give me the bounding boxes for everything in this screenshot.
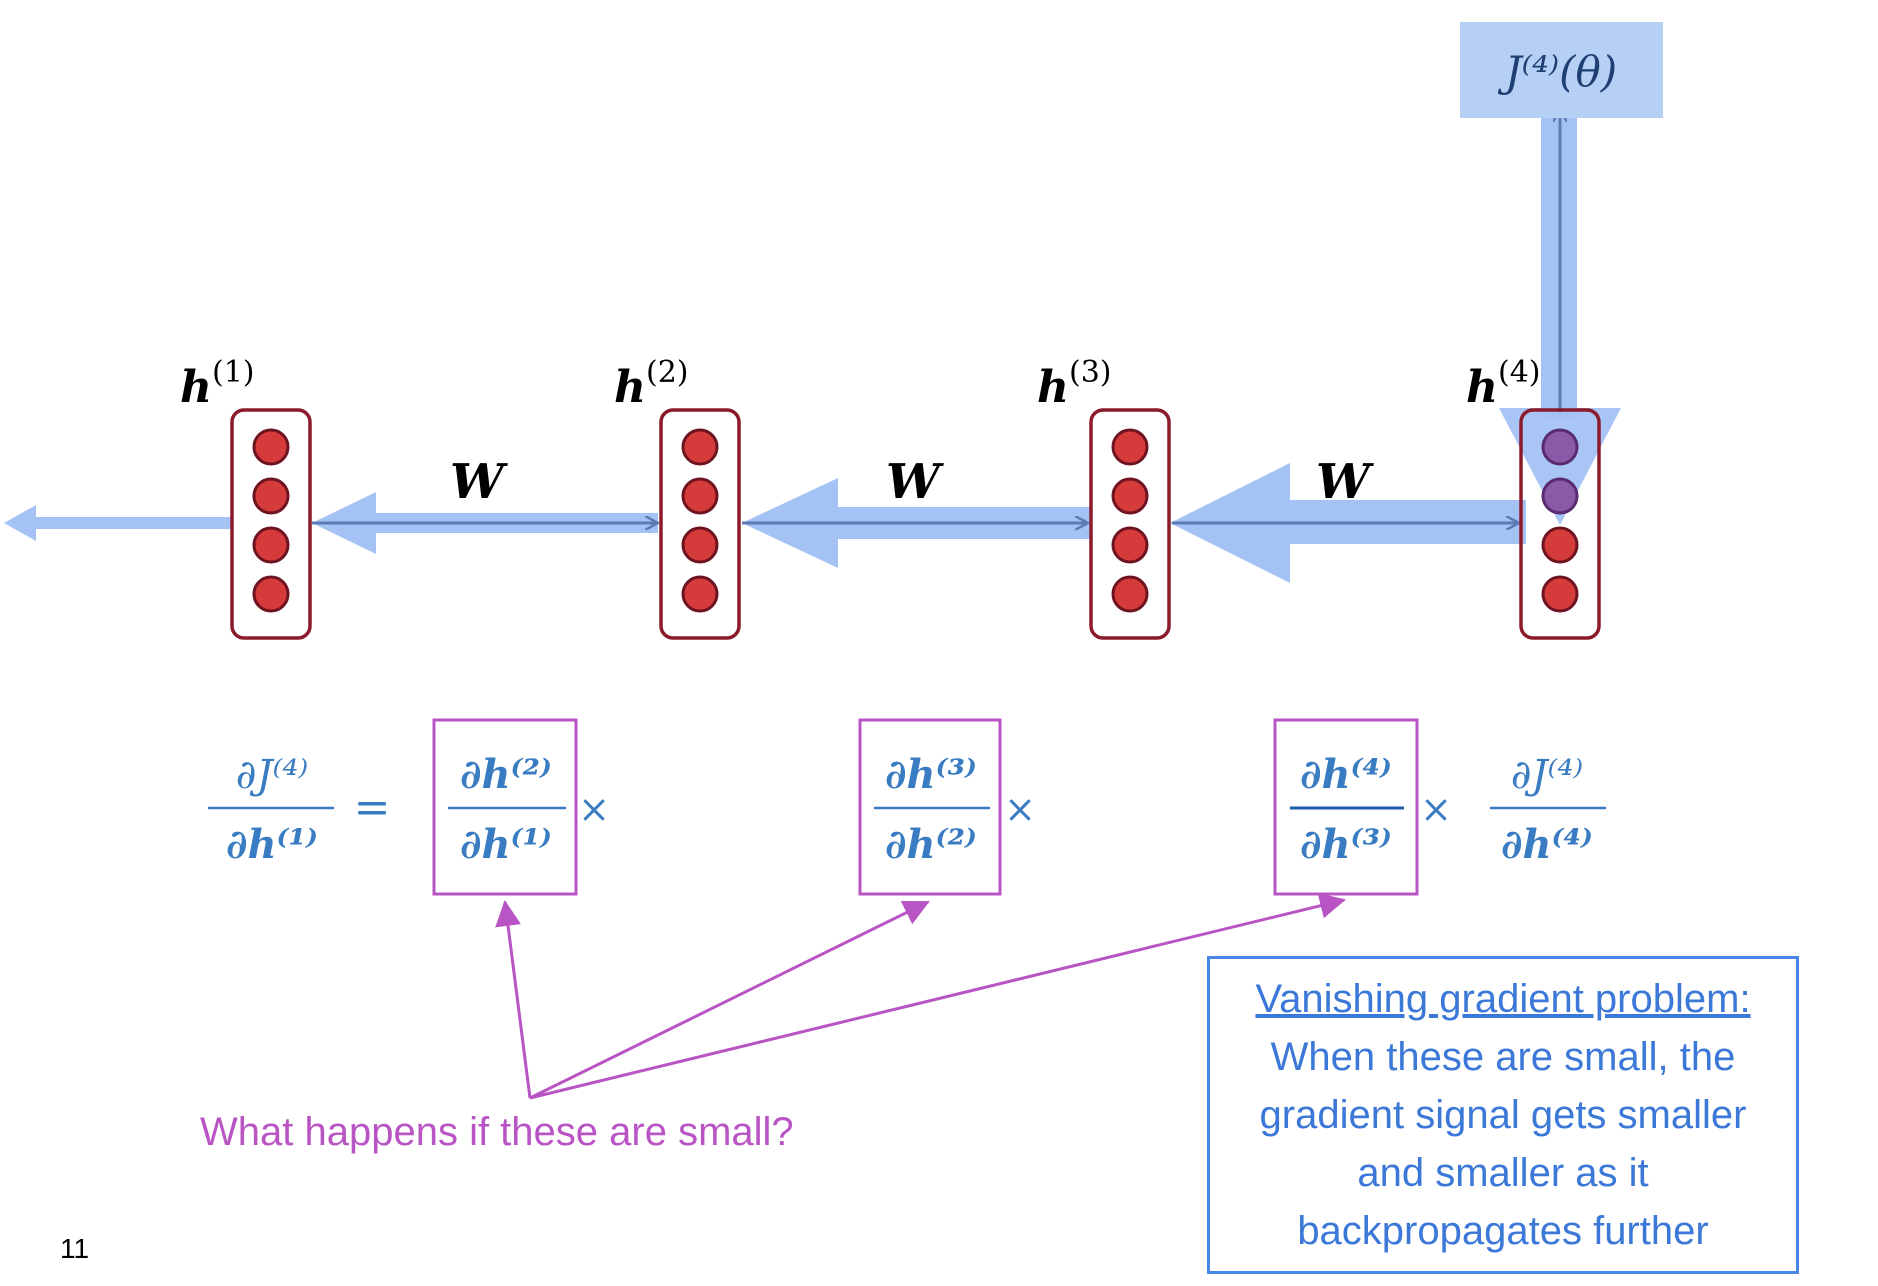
neuron — [681, 428, 719, 466]
fraction-denominator: ∂h⁽¹⁾ — [226, 821, 318, 868]
callout-line: backpropagates further — [1297, 1209, 1709, 1253]
gradient-arrow-h1-out — [36, 517, 232, 529]
hidden-state-box — [230, 408, 312, 640]
neuron — [681, 575, 719, 613]
fraction-denominator: ∂h⁽³⁾ — [1300, 821, 1392, 868]
pointer-arrows — [495, 893, 1346, 1100]
fraction-denominator: ∂h⁽²⁾ — [885, 821, 977, 868]
callout-title: Vanishing gradient problem: — [1255, 977, 1751, 1021]
callout-line: gradient signal gets smaller — [1259, 1093, 1747, 1137]
weight-label: W — [450, 454, 508, 510]
chain-rule-equation: ∂J⁽⁴⁾ ∂h⁽¹⁾ = ∂h⁽²⁾ ∂h⁽¹⁾ × ∂h⁽³⁾ ∂h⁽²⁾ … — [208, 718, 1606, 896]
weight-label: W — [1316, 454, 1374, 510]
hidden-state-label: h(3) — [1037, 355, 1112, 413]
hidden-state-box — [1089, 408, 1171, 640]
pointer-arrow-term-2 — [529, 900, 930, 1100]
neuron — [252, 575, 290, 613]
neuron — [681, 477, 719, 515]
hidden-state-2: h(2) — [614, 355, 741, 640]
equation-term-4: ∂J⁽⁴⁾ ∂h⁽⁴⁾ — [1490, 752, 1606, 868]
neuron — [252, 526, 290, 564]
slide-number: 11 — [60, 1233, 90, 1264]
equation-term-3: ∂h⁽⁴⁾ ∂h⁽³⁾ × — [1273, 718, 1452, 896]
neuron — [1541, 575, 1579, 613]
times-sign: × — [578, 787, 610, 831]
neuron — [1111, 428, 1149, 466]
hidden-states: h(1) h(2) h(3) h(4) — [180, 355, 1601, 640]
hidden-state-box — [659, 408, 741, 640]
callout-line: and smaller as it — [1357, 1151, 1649, 1195]
callout-line: When these are small, the — [1270, 1035, 1736, 1079]
fraction-numerator: ∂h⁽³⁾ — [885, 751, 977, 798]
neuron — [252, 428, 290, 466]
hidden-state-label: h(4) — [1466, 355, 1541, 413]
forward-arrows — [312, 110, 1560, 523]
neuron — [1541, 477, 1579, 515]
fraction-numerator: ∂J⁽⁴⁾ — [236, 752, 308, 798]
equation-term-1: ∂h⁽²⁾ ∂h⁽¹⁾ × — [432, 718, 610, 896]
fraction-denominator: ∂h⁽¹⁾ — [460, 821, 552, 868]
hidden-state-4: h(4) — [1466, 355, 1601, 640]
neuron — [1111, 477, 1149, 515]
times-sign: × — [1420, 787, 1452, 831]
neuron — [681, 526, 719, 564]
pointer-arrow-term-3 — [529, 893, 1346, 1100]
highlight-box — [432, 718, 578, 896]
hidden-state-label: h(2) — [614, 355, 689, 413]
pointer-arrow-term-1 — [495, 900, 532, 1099]
neuron — [1541, 526, 1579, 564]
loss-node: J⁽⁴⁾(θ) — [1460, 22, 1663, 118]
gradient-arrowhead-h4 — [1499, 408, 1621, 525]
equation-term-2: ∂h⁽³⁾ ∂h⁽²⁾ × — [858, 718, 1036, 896]
equals-sign: = — [354, 782, 391, 833]
weight-labels: W W W — [450, 454, 1374, 510]
fraction-numerator: ∂h⁽²⁾ — [460, 751, 552, 798]
fraction-numerator: ∂J⁽⁴⁾ — [1511, 752, 1583, 798]
highlight-box — [858, 718, 1002, 896]
equation-lhs: ∂J⁽⁴⁾ ∂h⁽¹⁾ — [208, 752, 334, 868]
gradient-arrowhead-out — [4, 505, 36, 541]
neuron — [1111, 526, 1149, 564]
neuron — [1541, 428, 1579, 466]
hidden-state-3: h(3) — [1037, 355, 1171, 640]
times-sign: × — [1004, 787, 1036, 831]
highlight-box — [1273, 718, 1419, 896]
weight-label: W — [886, 454, 944, 510]
neuron — [1111, 575, 1149, 613]
hidden-state-box — [1519, 408, 1601, 640]
question-text: What happens if these are small? — [200, 1110, 794, 1154]
loss-label: J⁽⁴⁾(θ) — [1497, 47, 1617, 96]
loss-box — [1460, 22, 1663, 118]
fraction-denominator: ∂h⁽⁴⁾ — [1501, 821, 1593, 868]
neuron — [252, 477, 290, 515]
hidden-state-1: h(1) — [180, 355, 312, 640]
vanishing-gradient-callout: Vanishing gradient problem: When these a… — [1207, 956, 1799, 1274]
fraction-numerator: ∂h⁽⁴⁾ — [1300, 751, 1392, 798]
hidden-state-label: h(1) — [180, 355, 255, 413]
